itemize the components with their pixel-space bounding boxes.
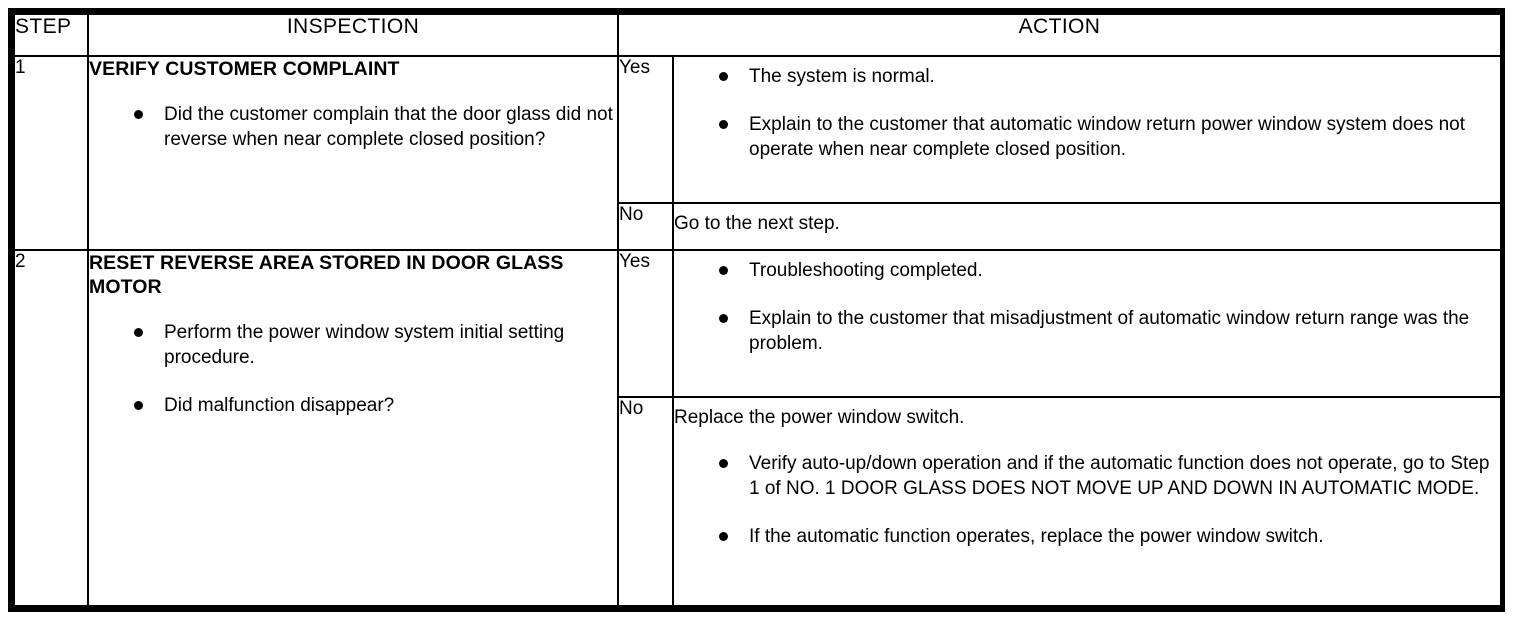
list-item: If the automatic function operates, repl… (719, 524, 1500, 550)
bullet-dot-icon (134, 400, 143, 410)
inspection-bullet-list: Perform the power window system initial … (89, 320, 617, 419)
table-header-row: STEP INSPECTION ACTION (13, 13, 1502, 57)
bullet-dot-icon (719, 531, 728, 541)
bullet-dot-icon (719, 458, 728, 468)
bullet-dot-icon (134, 109, 143, 119)
list-item: Explain to the customer that misadjustme… (719, 306, 1500, 357)
list-item-text: Did malfunction disappear? (164, 394, 395, 416)
table-row: 1 VERIFY CUSTOMER COMPLAINT Did the cust… (13, 54, 1502, 252)
bullet-dot-icon (719, 119, 728, 129)
branch-label-yes-step-2: Yes (617, 249, 674, 398)
table-row: No Replace the power window switch. Veri… (14, 395, 1502, 608)
list-item-text: If the automatic function operates, repl… (749, 525, 1324, 547)
header-cell-inspection: INSPECTION (87, 13, 619, 57)
list-item: Troubleshooting completed. (719, 258, 1500, 284)
list-item-text: Explain to the customer that misadjustme… (749, 307, 1470, 355)
list-item: Verify auto-up/down operation and if the… (719, 451, 1500, 502)
step-number-2: 2 (13, 249, 89, 607)
diagnostic-table-frame: STEP INSPECTION ACTION 1 VERIFY CUSTOMER… (8, 8, 1505, 612)
step-number-1: 1 (13, 54, 89, 252)
table-row: 2 RESET REVERSE AREA STORED IN DOOR GLAS… (13, 249, 1502, 607)
list-item-text: Perform the power window system initial … (164, 321, 565, 369)
list-item: Did malfunction disappear? (134, 393, 617, 419)
list-item-text: The system is normal. (749, 66, 935, 87)
header-cell-step: STEP (13, 13, 89, 57)
action-lead-text: Replace the power window switch. (674, 406, 965, 428)
list-item: The system is normal. (719, 64, 1500, 90)
action-cell-step-1-no: Go to the next step. (672, 201, 1502, 252)
branch-label-yes-step-1: Yes (617, 55, 674, 204)
list-item-text: Explain to the customer that automatic w… (749, 113, 1466, 161)
action-bullet-list: Troubleshooting completed. Explain to th… (674, 258, 1500, 357)
list-item-text: Verify auto-up/down operation and if the… (749, 452, 1490, 500)
branch-label-no-step-2: No (617, 395, 674, 608)
action-cell-step-2-yes: Troubleshooting completed. Explain to th… (672, 249, 1502, 398)
list-item-text: Troubleshooting completed. (749, 260, 983, 282)
action-bullet-list: The system is normal. Explain to the cus… (674, 64, 1500, 163)
inspection-bullet-list: Did the customer complain that the door … (89, 102, 617, 153)
bullet-dot-icon (134, 327, 143, 337)
branch-label-no-step-1: No (617, 201, 674, 252)
list-item: Did the customer complain that the door … (134, 102, 617, 153)
action-lead-text: Go to the next step. (674, 212, 840, 234)
inspection-cell-step-1: VERIFY CUSTOMER COMPLAINT Did the custom… (87, 54, 619, 252)
inspection-cell-step-2: RESET REVERSE AREA STORED IN DOOR GLASS … (87, 249, 619, 607)
inspection-title: VERIFY CUSTOMER COMPLAINT (89, 58, 400, 80)
list-item: Perform the power window system initial … (134, 320, 617, 371)
list-item: Explain to the customer that automatic w… (719, 112, 1500, 163)
list-item-text: Did the customer complain that the door … (164, 103, 613, 151)
bullet-dot-icon (719, 313, 728, 323)
action-cell-step-2-no: Replace the power window switch. Verify … (672, 395, 1502, 608)
action-bullet-list: Verify auto-up/down operation and if the… (674, 451, 1500, 550)
action-cell-step-1-yes: The system is normal. Explain to the cus… (672, 55, 1502, 204)
bullet-dot-icon (719, 266, 728, 276)
table-row: No Go to the next step. (14, 201, 1502, 252)
inspection-title: RESET REVERSE AREA STORED IN DOOR GLASS … (89, 252, 564, 298)
header-cell-action: ACTION (617, 13, 1502, 57)
diagnostic-table: STEP INSPECTION ACTION 1 VERIFY CUSTOMER… (13, 13, 1502, 608)
bullet-dot-icon (719, 72, 728, 81)
